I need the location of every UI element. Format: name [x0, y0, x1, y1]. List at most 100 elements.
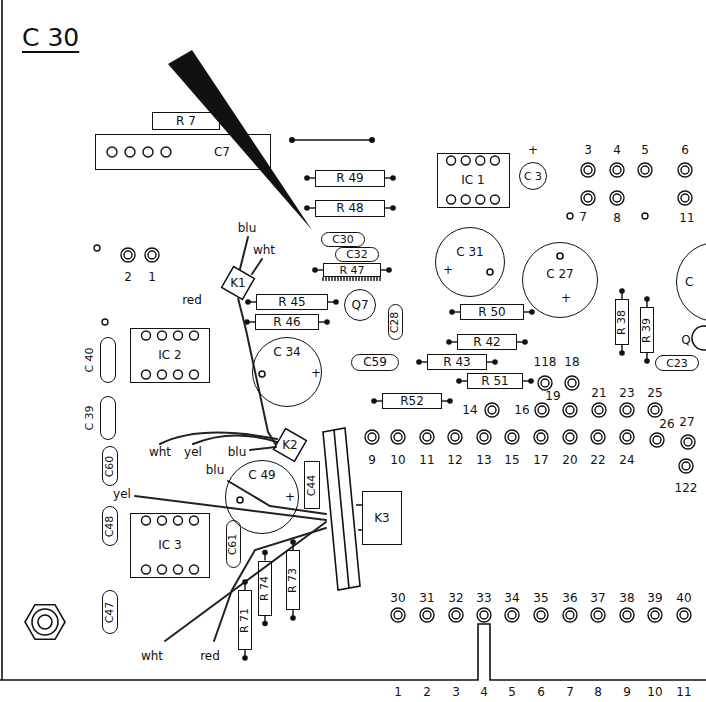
- solder-pad: [541, 379, 549, 387]
- pin-number: 11: [679, 212, 694, 224]
- solder-dot: [369, 137, 375, 143]
- board-lines: [0, 0, 706, 680]
- resistor-outline: R 47: [323, 263, 381, 277]
- solder-pad: [563, 403, 577, 417]
- ic-outline: IC 3: [130, 513, 210, 578]
- part-label: Q7: [351, 299, 368, 311]
- solder-dot: [262, 550, 268, 556]
- solder-pad: [592, 403, 606, 417]
- solder-pad: [477, 430, 491, 444]
- part-label: R 45: [278, 296, 305, 308]
- ic-pin: [190, 370, 199, 379]
- hatch-mark: [340, 277, 341, 281]
- solder-pad: [420, 430, 434, 444]
- solder-pad: [613, 194, 621, 202]
- capacitor-outline: C48: [102, 506, 118, 546]
- hatch-mark: [337, 277, 338, 281]
- pin-number: 38: [619, 592, 634, 604]
- pin-number: 26: [659, 418, 674, 430]
- solder-dot: [619, 288, 625, 294]
- solder-pad: [651, 406, 659, 414]
- resistor-outline: R 38: [615, 299, 629, 345]
- ic-pin: [461, 156, 470, 165]
- hatch-mark: [367, 277, 368, 281]
- pin-number: 19: [545, 390, 560, 402]
- solder-pad: [394, 433, 402, 441]
- solder-pad: [623, 611, 631, 619]
- resistor-outline: R 42: [457, 334, 517, 350]
- polarity-mark: [237, 497, 243, 503]
- wire-label: blu: [238, 222, 257, 234]
- pin-number: 21: [591, 387, 606, 399]
- part-label: C 39: [84, 405, 95, 430]
- polarity-mark: [259, 371, 265, 377]
- hatch-mark: [343, 277, 344, 281]
- solder-pad: [678, 163, 692, 177]
- part-label: R52: [400, 395, 424, 407]
- solder-pad: [623, 433, 631, 441]
- resistor-outline: R 50: [460, 304, 524, 320]
- wire: [252, 259, 262, 274]
- part-label: K1: [230, 277, 246, 289]
- solder-pad: [538, 406, 546, 414]
- part-label: R 49: [336, 172, 363, 184]
- polarity-mark: [487, 269, 493, 275]
- wire: [165, 522, 326, 641]
- solder-dot: [456, 378, 462, 384]
- solder-pad: [620, 608, 634, 622]
- pin-number: 11: [676, 686, 691, 698]
- solder-dot: [242, 579, 248, 585]
- solder-pad: [121, 248, 135, 262]
- part-label: IC 1: [461, 174, 484, 186]
- ic-pin: [142, 565, 151, 574]
- hatch-mark: [358, 277, 359, 281]
- ic-pin: [476, 156, 485, 165]
- pin-number: 39: [647, 592, 662, 604]
- pin-number: 6: [537, 686, 545, 698]
- solder-dot: [492, 359, 498, 365]
- resistor-outline: R 46: [255, 314, 319, 330]
- hatch-mark: [370, 277, 371, 281]
- part-label: R 48: [336, 202, 363, 214]
- solder-pad: [423, 433, 431, 441]
- solder-dot: [312, 267, 318, 273]
- solder-pad: [420, 608, 434, 622]
- resistor-outline: R 71: [238, 590, 252, 650]
- transistor-outline: Q7: [344, 289, 376, 321]
- solder-pad: [563, 608, 577, 622]
- capacitor-outline: C 3: [519, 162, 547, 190]
- solder-pad: [423, 611, 431, 619]
- part-label: C32: [346, 249, 368, 260]
- solder-pad: [681, 194, 689, 202]
- component-pin: [107, 147, 117, 157]
- pin-number: 122: [675, 482, 698, 494]
- solder-pad: [485, 403, 499, 417]
- polarity-mark: [557, 253, 563, 259]
- ic-pin: [174, 331, 183, 340]
- capacitor-outline: C 31: [435, 227, 505, 297]
- solder-pad: [537, 611, 545, 619]
- polarity-sign: +: [285, 491, 295, 503]
- solder-pad: [365, 430, 379, 444]
- solder-dot: [242, 655, 248, 661]
- solder-dot: [528, 378, 534, 384]
- pin-number: 23: [619, 387, 634, 399]
- hatch-mark: [346, 277, 347, 281]
- component-outline: K3: [362, 491, 402, 545]
- wire-label: red: [182, 294, 202, 306]
- wire-label: wht: [149, 446, 171, 458]
- solder-dot: [371, 398, 377, 404]
- pin-number: 4: [613, 144, 621, 156]
- wires: [135, 237, 326, 641]
- capacitor-outline: C60: [102, 446, 118, 486]
- wire-label: Q: [681, 334, 690, 346]
- ic-pin: [142, 331, 151, 340]
- part-label: R 71: [240, 607, 251, 632]
- hatch-mark: [355, 277, 356, 281]
- ic-outline: IC 2: [130, 328, 210, 383]
- relay-body: [323, 428, 360, 590]
- solder-dot: [290, 615, 296, 621]
- solder-pad: [565, 376, 579, 390]
- solder-pad: [581, 191, 595, 205]
- part-label: R 42: [473, 336, 500, 348]
